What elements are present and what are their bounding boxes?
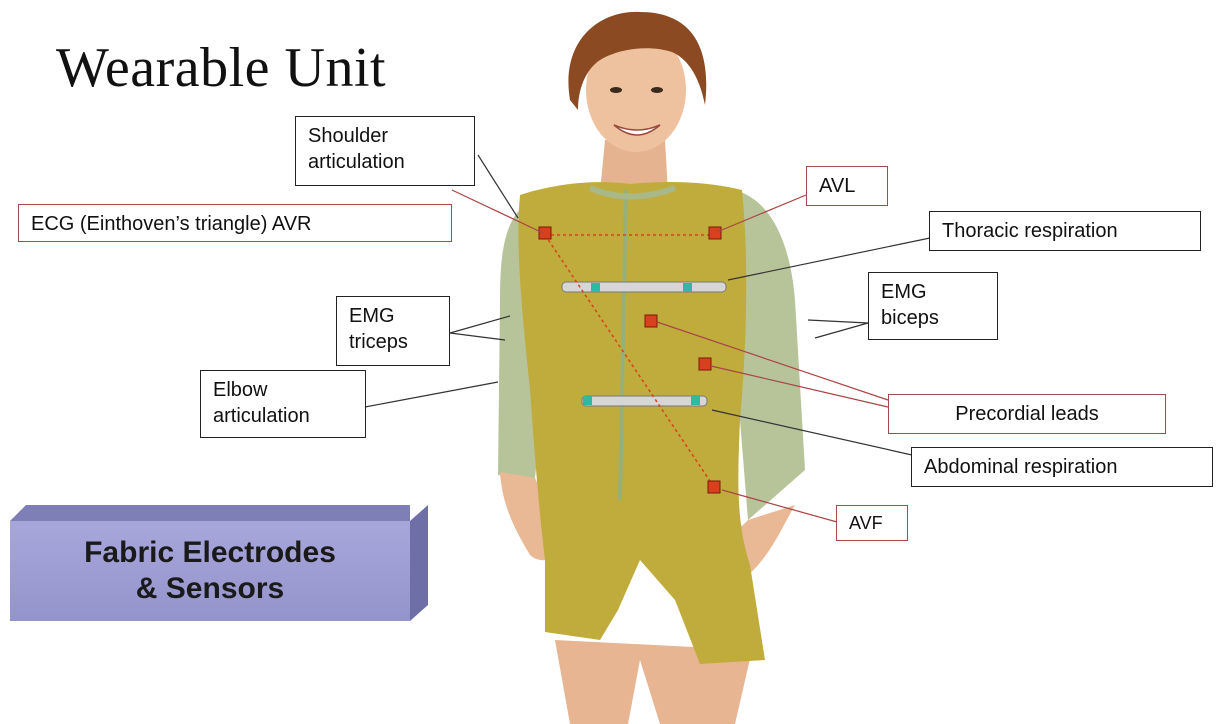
- label-shoulder-articulation: Shoulder articulation: [295, 116, 475, 186]
- label-emg-biceps-line1: EMG: [881, 279, 985, 305]
- label-thoracic-respiration: Thoracic respiration: [929, 211, 1201, 251]
- abdominal-sensor-tip-left: [583, 396, 592, 405]
- fabric-electrodes-banner: Fabric Electrodes & Sensors: [10, 505, 430, 625]
- thoracic-sensor-tip-left: [591, 283, 600, 292]
- label-emg-triceps-line2: triceps: [349, 329, 437, 355]
- abdominal-sensor-tip-right: [691, 396, 700, 405]
- thoracic-sensor-band: [562, 282, 726, 292]
- label-emg-triceps: EMG triceps: [336, 296, 450, 366]
- page-title: Wearable Unit: [56, 36, 386, 100]
- leader-triceps-2: [450, 333, 505, 340]
- label-shoulder-line1: Shoulder: [308, 123, 462, 149]
- leader-biceps-1: [808, 320, 868, 323]
- eye-left: [610, 87, 622, 93]
- electrode-avf: [708, 481, 720, 493]
- banner-front-face: Fabric Electrodes & Sensors: [10, 521, 410, 621]
- label-elbow-line1: Elbow: [213, 377, 353, 403]
- abdominal-sensor-band: [582, 396, 707, 406]
- label-emg-biceps: EMG biceps: [868, 272, 998, 340]
- label-avf: AVF: [836, 505, 908, 541]
- label-avl: AVL: [806, 166, 888, 206]
- banner-line2: & Sensors: [84, 571, 336, 607]
- banner-line1: Fabric Electrodes: [84, 535, 336, 571]
- label-ecg-avr: ECG (Einthoven’s triangle) AVR: [18, 204, 452, 242]
- label-shoulder-line2: articulation: [308, 149, 462, 175]
- electrode-precordial-1: [645, 315, 657, 327]
- label-abdominal-respiration: Abdominal respiration: [911, 447, 1213, 487]
- thoracic-sensor-tip-right: [683, 283, 692, 292]
- banner-top-face: [10, 505, 410, 521]
- electrode-precordial-2: [699, 358, 711, 370]
- leader-shoulder: [478, 155, 518, 218]
- electrode-avl: [709, 227, 721, 239]
- electrode-avr: [539, 227, 551, 239]
- eye-right: [651, 87, 663, 93]
- suit-body: [518, 182, 765, 664]
- leader-elbow: [365, 382, 498, 407]
- label-elbow-line2: articulation: [213, 403, 353, 429]
- label-emg-biceps-line2: biceps: [881, 305, 985, 331]
- label-elbow-articulation: Elbow articulation: [200, 370, 366, 438]
- banner-side-face: [410, 505, 428, 621]
- leader-biceps-2: [815, 323, 868, 338]
- label-precordial-leads: Precordial leads: [888, 394, 1166, 434]
- label-emg-triceps-line1: EMG: [349, 303, 437, 329]
